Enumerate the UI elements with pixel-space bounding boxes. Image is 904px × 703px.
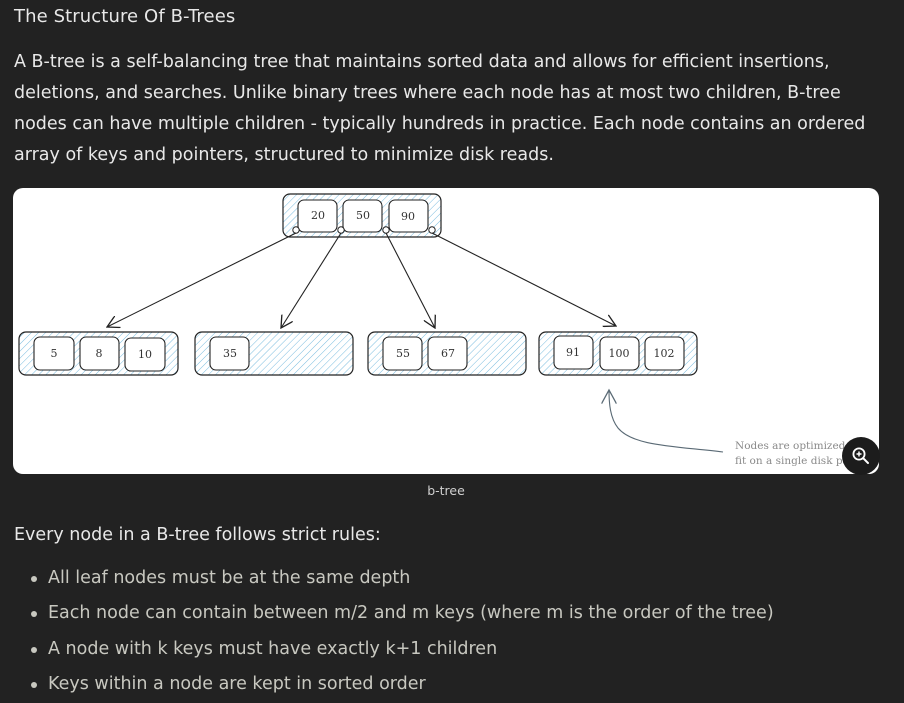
list-item: Each node can contain between m/2 and m … [14,596,774,631]
leaf-node: 91 100 102 [538,331,698,376]
rule-text: Each node can contain between m/2 and m … [48,603,774,624]
list-item: All leaf nodes must be at the same depth [14,561,774,596]
leaf-key: 91 [566,346,580,359]
list-item: Keys within a node are kept in sorted or… [14,667,774,702]
list-item: A node with k keys must have exactly k+1… [14,632,774,667]
bullet [31,611,37,618]
figure-caption: b-tree [427,483,465,498]
leaf-key: 35 [223,347,237,360]
rules-intro: Every node in a B-tree follows strict ru… [14,525,381,545]
leaf-node: 5 8 10 [18,331,179,376]
bullet [31,681,37,688]
leaf-key: 8 [96,347,103,360]
bullet [31,646,37,653]
zoom-button[interactable] [842,437,880,475]
leaf-node: 35 [194,331,354,376]
rule-text: Keys within a node are kept in sorted or… [48,673,426,694]
annotation-line: Nodes are optimized to [735,440,859,452]
leaf-key: 100 [609,347,630,360]
intro-paragraph: A B-tree is a self-balancing tree that m… [14,52,866,165]
rule-text: All leaf nodes must be at the same depth [48,568,411,588]
rules-list: All leaf nodes must be at the same depth… [14,561,774,702]
rule-text: A node with k keys must have exactly k+1… [48,638,498,659]
child-pointers [107,232,616,328]
btree-figure: 20 50 90 5 8 10 35 [13,188,879,474]
root-key: 20 [311,209,325,222]
section-title: The Structure Of B-Trees [14,6,236,27]
annotation-line: fit on a single disk page [735,455,862,467]
zoom-in-icon [852,447,869,464]
leaf-key: 55 [396,347,410,360]
leaf-key: 67 [441,347,455,360]
annotation-arrow [609,390,724,453]
btree-diagram: 20 50 90 5 8 10 35 [18,193,862,467]
root-key: 90 [401,210,415,223]
root-key: 50 [356,209,370,222]
root-node: 20 50 90 [282,193,442,238]
leaf-key: 102 [654,347,675,360]
bullet [31,576,37,582]
leaf-key: 5 [51,347,58,360]
leaf-key: 10 [138,348,152,361]
leaf-node: 55 67 [367,331,527,376]
